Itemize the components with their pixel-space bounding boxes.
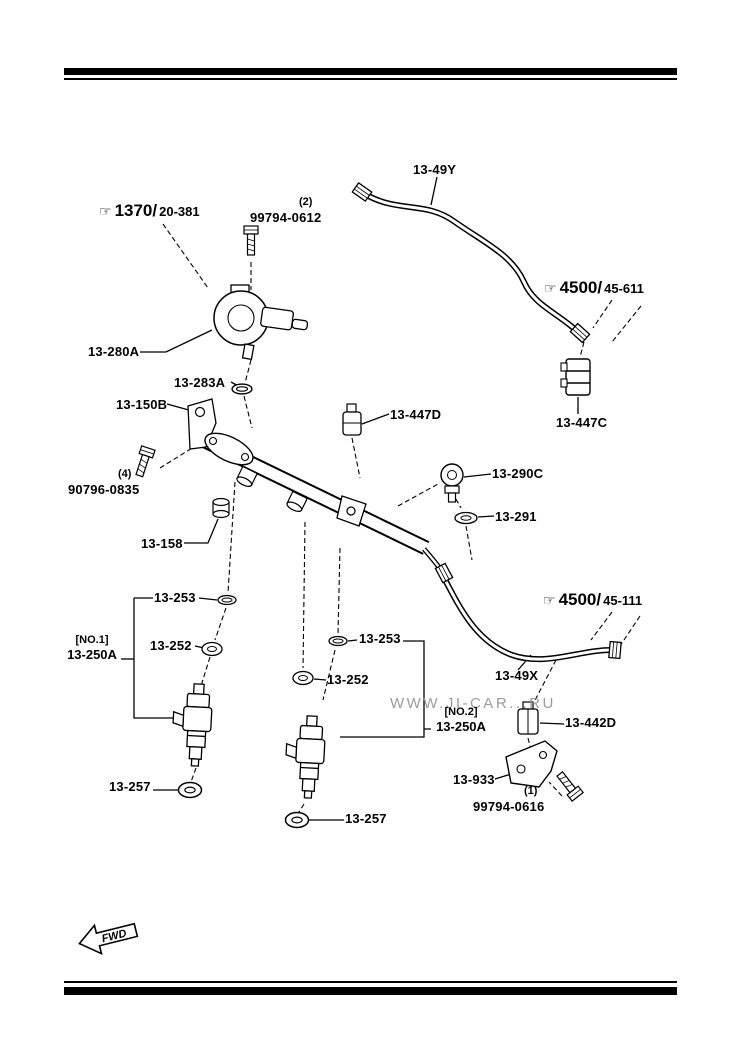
ref-figure: 45-611 (604, 281, 644, 296)
label-13-442d: 13-442D (565, 715, 617, 730)
label-99794-0616: 99794-0616 (473, 799, 545, 814)
ref-figure: 20-381 (159, 204, 200, 219)
bracket-13-933 (505, 740, 558, 788)
label-13-447d: 13-447D (390, 407, 442, 422)
fuel-rail-13-150b (187, 398, 444, 572)
label-13-252-left: 13-252 (150, 638, 192, 653)
qty-90796-0835: (4) (118, 468, 132, 480)
o-ring-13-253-right (328, 635, 348, 647)
clip-13-447d (342, 403, 362, 436)
label-13-150b: 13-150B (116, 397, 168, 412)
leader-lines (121, 176, 579, 821)
ref-hand-icon: ☞ (99, 203, 112, 219)
o-ring-13-253-left (217, 594, 237, 606)
ref-hand-icon: ☞ (543, 592, 556, 608)
ref-figure: 45-111 (603, 593, 643, 608)
label-13-257-left: 13-257 (109, 779, 151, 794)
label-13-933: 13-933 (453, 772, 495, 787)
injector-no1 (170, 682, 214, 768)
label-13-280a: 13-280A (88, 344, 140, 359)
top-rule-thick (64, 68, 677, 75)
ref-code: 4500/ (559, 278, 603, 297)
label-13-253-right: 13-253 (359, 631, 401, 646)
ref-marker-1370-20-381: ☞ 1370/ 20-381 (99, 201, 200, 221)
injector-no1-number: 13-250A (67, 647, 117, 662)
watermark: WWW.JI-CAR...RU (390, 695, 556, 712)
group-label-injector-no2: [NO.2] 13-250A (429, 706, 493, 734)
qty-99794-0616: (1) (524, 785, 538, 797)
bottom-rule-thick (64, 987, 677, 995)
ref-code: 1370/ (114, 201, 158, 220)
ref-marker-4500-45-111: ☞ 4500/ 45-111 (543, 590, 642, 610)
label-13-49x: 13-49X (495, 668, 539, 683)
label-13-257-right: 13-257 (345, 811, 387, 826)
injector-no2-number: 13-250A (436, 719, 486, 734)
injector-no1-tag: [NO.1] (75, 634, 109, 646)
fuel-hose-13-49x (434, 562, 622, 663)
bottom-rule-thin (64, 981, 677, 983)
ref-marker-4500-45-611: ☞ 4500/ 45-611 (544, 278, 644, 298)
label-13-158: 13-158 (141, 536, 183, 551)
washer-13-291 (454, 511, 478, 525)
label-13-290c: 13-290C (492, 466, 544, 481)
qty-99794-0612: (2) (299, 196, 313, 208)
grommet-13-252-left (201, 641, 223, 657)
clip-13-442d (517, 701, 539, 735)
pressure-regulator-13-280a (213, 284, 309, 361)
fuel-pipe-13-49y (351, 182, 591, 344)
valve-13-290c (440, 463, 464, 503)
ref-hand-icon: ☞ (544, 280, 557, 296)
label-13-447c: 13-447C (556, 415, 608, 430)
spacer-13-158 (212, 497, 230, 519)
label-90796-0835: 90796-0835 (68, 482, 140, 497)
grommet-13-252-right (292, 670, 314, 686)
fwd-arrow: FWD (78, 922, 139, 955)
label-13-291: 13-291 (495, 509, 537, 524)
label-13-283a: 13-283A (174, 375, 226, 390)
bolt-90796-0835 (132, 445, 156, 479)
clip-13-447c (560, 358, 591, 396)
grommet-13-257-left (177, 781, 203, 799)
injector-no2 (283, 714, 327, 800)
ref-code: 4500/ (558, 590, 602, 609)
bolt-99794-0616 (553, 769, 584, 802)
label-99794-0612: 99794-0612 (250, 210, 322, 225)
label-13-252-right: 13-252 (327, 672, 369, 687)
group-label-injector-no1: [NO.1] 13-250A (60, 634, 124, 662)
injector-no2-tag: [NO.2] (444, 706, 478, 718)
fwd-label: FWD (101, 928, 128, 946)
bolt-99794-0612 (243, 225, 259, 256)
o-ring-13-283a (231, 383, 253, 395)
label-13-49y: 13-49Y (413, 162, 457, 177)
grommet-13-257-right (284, 811, 310, 829)
top-rule-thin (64, 78, 677, 80)
label-13-253-left: 13-253 (154, 590, 196, 605)
